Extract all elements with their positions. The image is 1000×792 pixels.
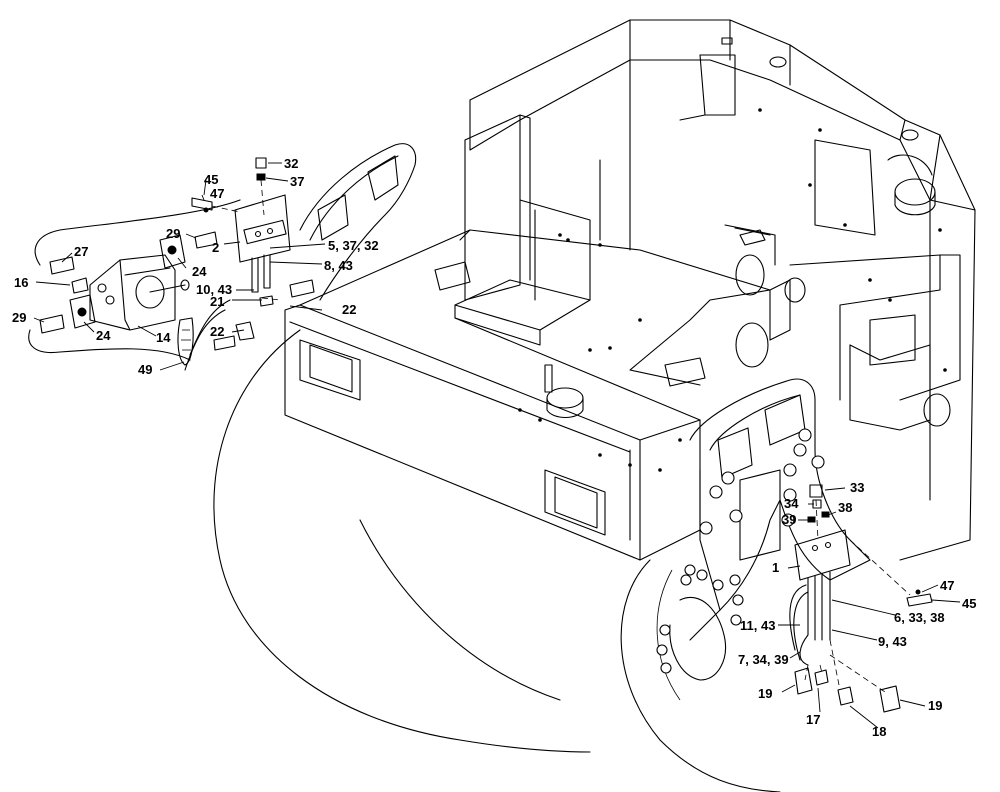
callout-6-33-38: 6, 33, 38 [894, 610, 945, 625]
left-hydraulic-assembly [28, 157, 315, 371]
callout-39: 39 [782, 512, 796, 527]
callout-24-lower: 24 [96, 328, 111, 343]
callout-24-upper: 24 [192, 264, 207, 279]
valve-block-1 [794, 529, 851, 581]
callout-29-upper: 29 [166, 226, 180, 241]
cap-33 [809, 484, 823, 498]
flange-upper [159, 234, 186, 269]
fitting-17 [814, 669, 829, 686]
callout-47-right: 47 [940, 578, 954, 593]
frame-rivets [518, 108, 947, 472]
hose-49 [177, 317, 194, 366]
fitting-27 [49, 256, 75, 275]
pump-body [89, 254, 176, 331]
valve-block-2 [234, 194, 291, 263]
machine-frame [284, 19, 976, 561]
callout-21: 21 [210, 294, 224, 309]
right-frame-arm [656, 378, 871, 681]
callout-19-left: 19 [758, 686, 772, 701]
cap-32 [255, 157, 267, 169]
callout-27: 27 [74, 244, 88, 259]
callout-29-lower: 29 [12, 310, 26, 325]
callout-8-43: 8, 43 [324, 258, 353, 273]
callout-16: 16 [14, 275, 28, 290]
washer-47 [203, 207, 209, 213]
callout-leaders [33, 162, 961, 729]
callout-38: 38 [838, 500, 852, 515]
callout-18: 18 [872, 724, 886, 739]
right-hydraulic-assembly [789, 484, 933, 713]
callout-22-right: 22 [342, 302, 356, 317]
flange-lower [69, 294, 96, 329]
callout-10-43: 10, 43 [196, 282, 232, 297]
cap-34 [812, 499, 822, 509]
callout-33: 33 [850, 480, 864, 495]
left-frame-arm [299, 143, 417, 301]
washer-39 [807, 516, 816, 523]
callout-45-left: 45 [204, 172, 218, 187]
callout-labels: 32 37 45 47 29 27 2 5, 37, 32 8, 43 24 1… [12, 156, 976, 739]
callout-2: 2 [212, 240, 219, 255]
washer-47-right [915, 589, 921, 595]
washer-37 [256, 173, 266, 181]
callout-34: 34 [784, 496, 799, 511]
bolt-45 [191, 197, 213, 211]
drum-hub-bolts [656, 564, 744, 674]
washer-38 [821, 511, 830, 518]
roller-drum [213, 329, 781, 792]
callout-37-top: 37 [290, 174, 304, 189]
callout-17: 17 [806, 712, 820, 727]
fitting-19-left [794, 667, 813, 695]
callout-32-top: 32 [284, 156, 298, 171]
callout-49: 49 [138, 362, 152, 377]
callout-9-43: 9, 43 [878, 634, 907, 649]
frame-bolt-heads [699, 428, 825, 535]
fitting-18 [837, 686, 854, 706]
callout-14: 14 [156, 330, 171, 345]
fitting-29-lower [39, 314, 65, 334]
callout-22-left: 22 [210, 324, 224, 339]
callout-19-right: 19 [928, 698, 942, 713]
callout-7-34-39: 7, 34, 39 [738, 652, 789, 667]
callout-45-right: 45 [962, 596, 976, 611]
callout-11-43: 11, 43 [740, 618, 775, 633]
fitting-29-upper [194, 231, 218, 249]
bolt-45-right [906, 593, 933, 607]
callout-5-37-32: 5, 37, 32 [328, 238, 379, 253]
fitting-19-right [879, 685, 901, 713]
fitting-16 [71, 277, 89, 294]
callout-1: 1 [772, 560, 779, 575]
callout-47-left: 47 [210, 186, 224, 201]
